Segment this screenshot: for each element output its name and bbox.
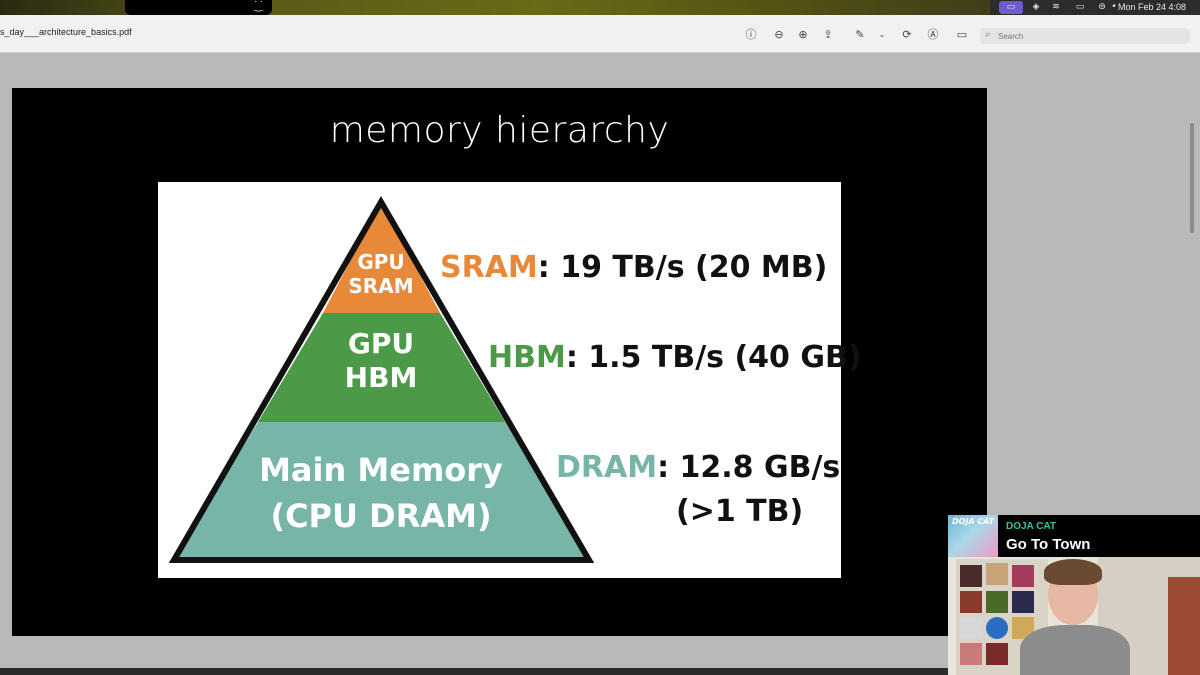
face-glyph: ˙͜˙ [253,0,264,12]
annotate-icon[interactable]: Ⓐ [927,28,939,41]
tier-label-hbm: GPU HBM [318,327,444,394]
poster [1012,591,1034,613]
spec-sram-name: SRAM [440,250,538,285]
battery-icon[interactable]: ▭ [1075,2,1085,12]
share-icon[interactable]: ⇪ [823,28,833,41]
poster [960,643,982,665]
tier-label-hbm-line1: GPU [347,327,415,360]
search-icon: ⌕ [985,29,991,40]
spec-sram-value: : 19 TB/s (20 MB) [537,250,828,285]
now-playing-overlay: DOJA CAT DOJA CAT Go To Town [948,515,1200,557]
webcam-feed [948,557,1200,675]
spec-hbm: HBM: 1.5 TB/s (40 GB) [488,340,862,375]
tier-label-sram-line1: GPU [357,250,405,274]
spec-dram-name: DRAM [556,450,658,485]
pyramid-tier-hbm [258,313,505,422]
poster [986,643,1008,665]
menu-bar-status-area [990,0,1200,15]
poster [960,591,982,613]
pyramid-tier-dram [174,422,589,560]
control-center-icon[interactable]: ⊜ [1098,2,1106,12]
document-title: s_day___architecture_basics.pdf [0,27,132,37]
rotate-icon[interactable]: ⟳ [902,28,912,41]
poster [1012,565,1034,587]
album-art-text: DOJA CAT [952,517,995,526]
tier-label-dram: Main Memory (CPU DRAM) [228,447,534,540]
slide-page: memory hierarchy GPU SRAM GPU HBM Main M… [12,88,987,636]
zoom-in-icon[interactable]: ⊕ [798,28,808,41]
tier-label-hbm-line2: HBM [344,360,418,394]
spec-dram-value: : 12.8 GB/s [657,450,841,485]
spec-hbm-name: HBM [488,340,566,375]
zoom-out-icon[interactable]: ⊖ [774,28,784,41]
spec-dram: DRAM: 12.8 GB/s [556,450,840,485]
spec-dram-capacity: (>1 TB) [676,494,804,529]
preview-toolbar: s_day___architecture_basics.pdf ⓘ ⊖ ⊕ ⇪ … [0,15,1200,53]
person-hair [1044,559,1102,585]
brick-wall [1168,577,1200,675]
screen-mirroring-icon[interactable]: ▭ [999,1,1023,14]
chevron-down-icon[interactable]: ⌄ [878,30,886,39]
slide-title: memory hierarchy [329,110,670,151]
pyramid-svg [168,196,595,563]
form-fill-icon[interactable]: ▭ [956,28,968,41]
pyramid-tier-sram [323,202,440,313]
poster [986,563,1008,585]
tier-label-dram-line1: Main Memory [259,451,503,489]
search-field[interactable]: ⌕ [980,28,1190,44]
tier-label-sram: GPU SRAM [338,250,424,298]
artist-name: DOJA CAT [1006,521,1056,532]
person-body [1020,625,1130,675]
tier-label-dram-line2: (CPU DRAM) [270,497,492,536]
bottom-strip [0,668,1200,675]
spec-hbm-value: : 1.5 TB/s (40 GB) [565,340,862,375]
spec-sram: SRAM: 19 TB/s (20 MB) [440,250,827,285]
poster [960,565,982,587]
pyramid-outline [168,196,595,563]
stack-icon[interactable]: ≋ [1052,2,1060,12]
track-title: Go To Town [1006,536,1091,553]
search-input[interactable] [998,28,1178,44]
memory-hierarchy-diagram: GPU SRAM GPU HBM Main Memory (CPU DRAM) … [158,182,862,578]
layers-icon[interactable]: ◈ [1032,2,1040,12]
poster [986,617,1008,639]
tier-label-sram-line2: SRAM [348,274,414,298]
poster [960,617,982,639]
scrollbar-thumb[interactable] [1190,123,1194,233]
markup-pen-icon[interactable]: ✎ [855,28,865,41]
status-dot-icon: • [1111,2,1117,12]
menu-bar-clock[interactable]: Mon Feb 24 4:08 [1117,2,1186,12]
camera-notch: ˙͜˙ [125,0,272,15]
album-art: DOJA CAT [948,515,998,557]
menu-bar: ˙͜˙ ▭ ◈ ≋ ▭ ⊜ • Mon Feb 24 4:08 [0,0,1200,15]
poster [986,591,1008,613]
info-icon[interactable]: ⓘ [745,28,757,41]
